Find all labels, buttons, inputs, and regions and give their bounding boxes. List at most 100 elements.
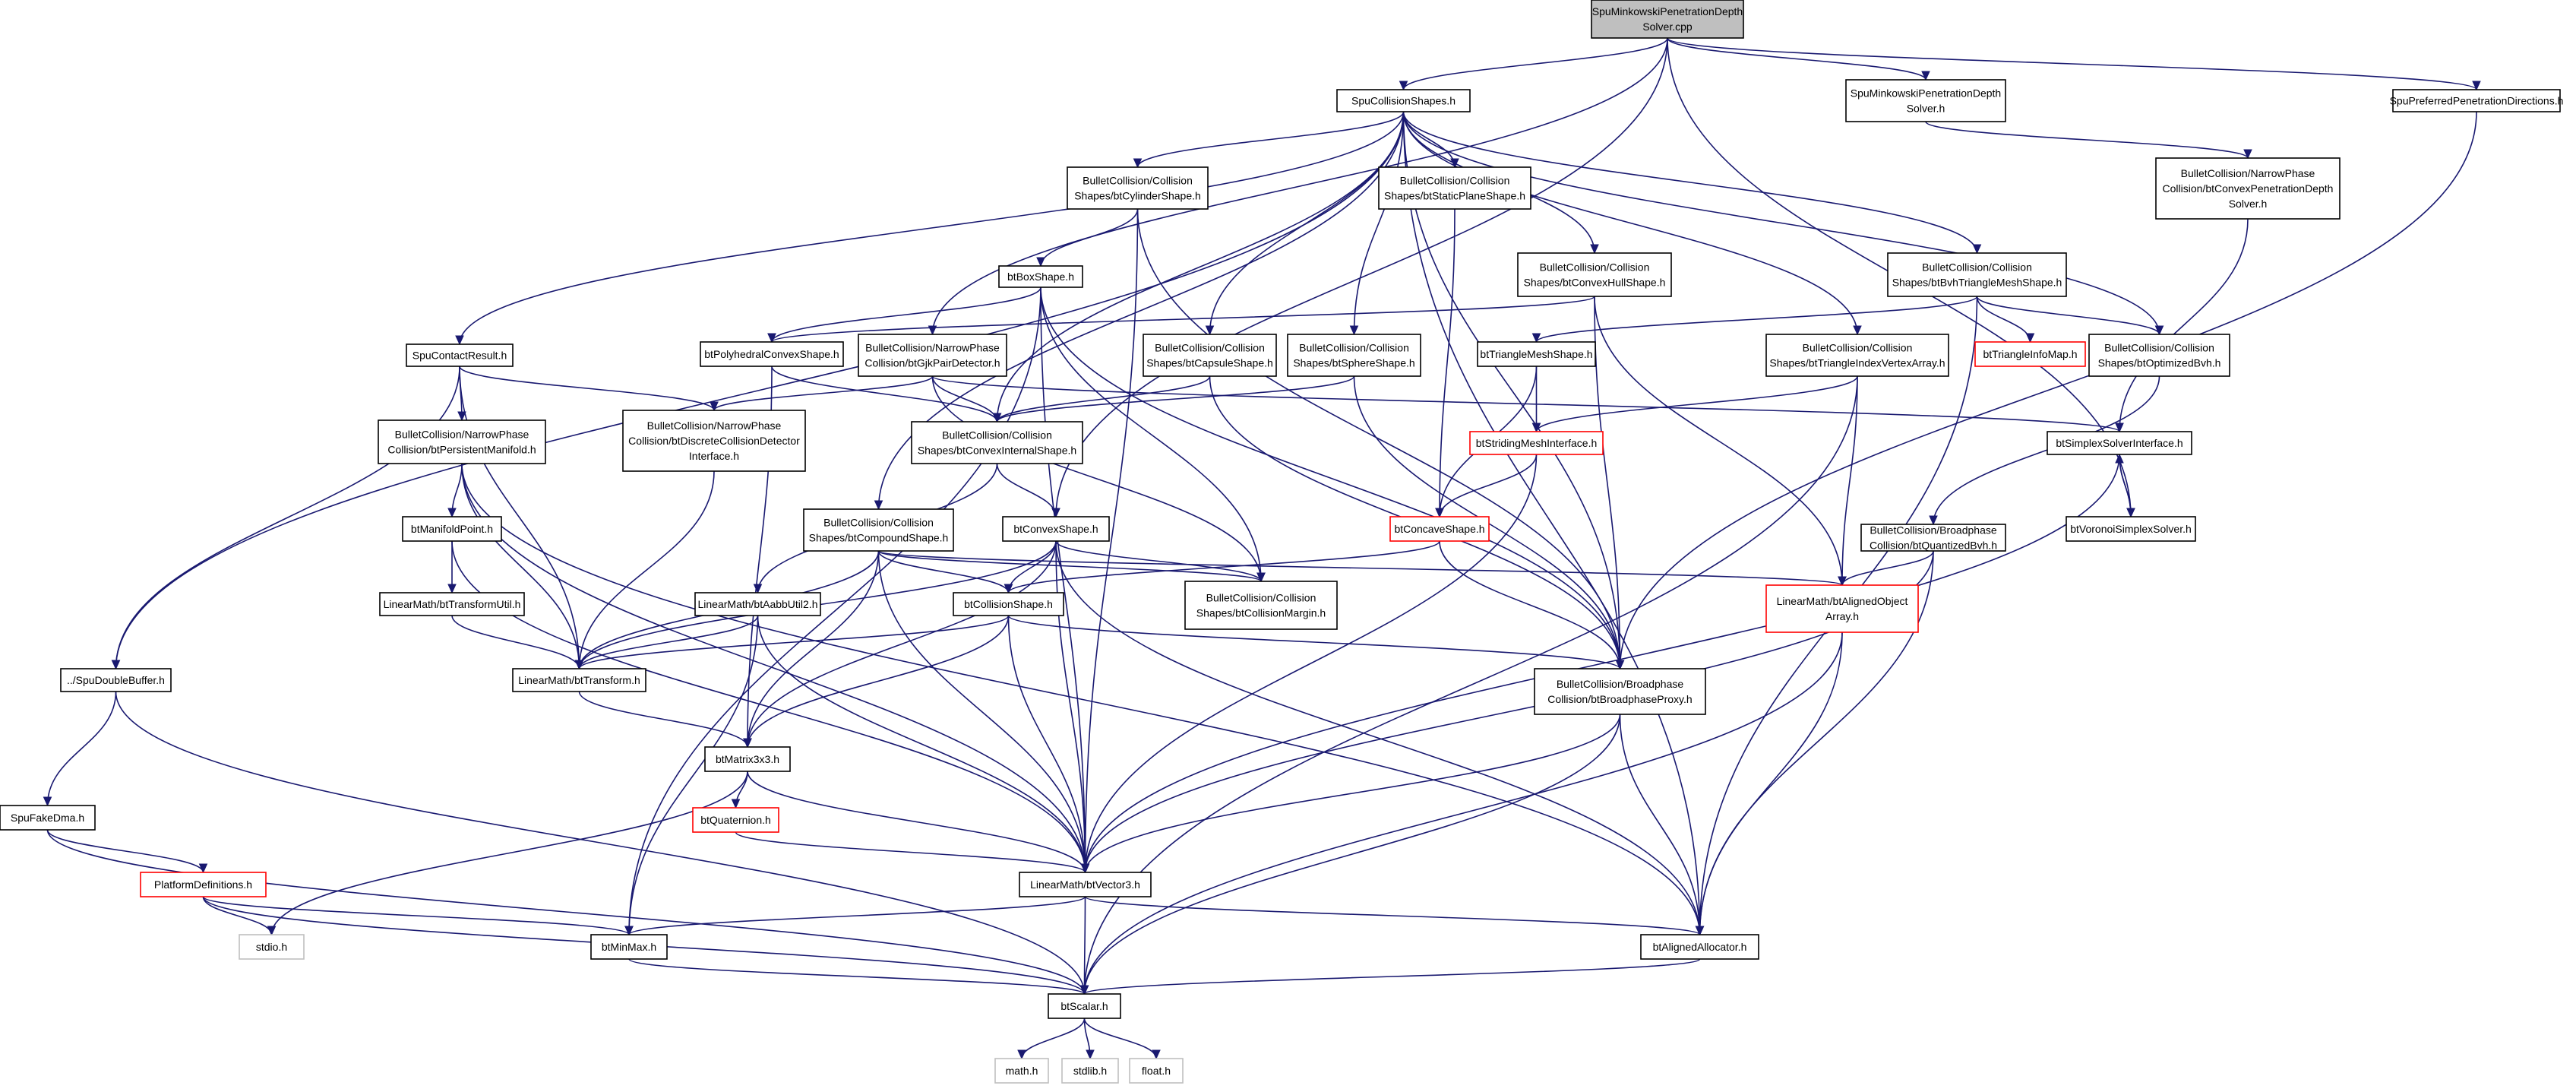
edge-convexshape-to-vector3: [1055, 540, 1090, 874]
node-platform[interactable]: PlatformDefinitions.h: [140, 872, 267, 897]
node-concave[interactable]: btConcaveShape.h: [1389, 516, 1490, 542]
node-label: BulletCollision/NarrowPhase: [395, 429, 529, 441]
node-polyconvex[interactable]: btPolyhedralConvexShape.h: [700, 341, 844, 367]
node-label: BulletCollision/NarrowPhase: [647, 419, 782, 432]
node-label: btSimplexSolverInterface.h: [2056, 437, 2182, 449]
node-label: btManifoldPoint.h: [411, 523, 493, 535]
node-convinternal[interactable]: BulletCollision/CollisionShapes/btConvex…: [911, 421, 1083, 464]
edge-spucoll-to-triidx: [1402, 111, 1862, 336]
edge-quat-to-vector3: [735, 831, 1090, 874]
node-box: [1591, 0, 1744, 39]
node-label: SpuMinkowskiPenetrationDepth: [1592, 5, 1743, 17]
node-spucontact[interactable]: SpuContactResult.h: [406, 343, 514, 367]
edge-platform-to-stdio: [202, 896, 277, 936]
node-box: [622, 410, 806, 472]
node-convexhull[interactable]: BulletCollision/CollisionShapes/btConvex…: [1517, 252, 1672, 297]
node-label: BulletCollision/Collision: [1400, 175, 1510, 187]
node-convexshape[interactable]: btConvexShape.h: [1002, 516, 1110, 542]
node-persist[interactable]: BulletCollision/NarrowPhaseCollision/btP…: [378, 419, 546, 464]
node-box: [2088, 334, 2230, 377]
node-staticplane[interactable]: BulletCollision/CollisionShapes/btStatic…: [1378, 166, 1531, 210]
node-transutil[interactable]: LinearMath/btTransformUtil.h: [379, 592, 525, 616]
node-label: BulletCollision/Broadphase: [1870, 524, 1997, 537]
node-box: [1067, 166, 1209, 210]
edge-bvhtri-to-trimesh: [1531, 296, 1978, 343]
edge-vector3-to-allocator: [1084, 896, 1705, 936]
node-label: PlatformDefinitions.h: [154, 878, 252, 891]
node-label: BulletCollision/Collision: [942, 429, 1052, 442]
node-label: Shapes/btTriangleIndexVertexArray.h: [1769, 357, 1945, 369]
node-voronoi[interactable]: btVoronoiSimplexSolver.h: [2066, 516, 2196, 542]
node-cylinder[interactable]: BulletCollision/CollisionShapes/btCylind…: [1067, 166, 1209, 210]
node-label: Shapes/btCompoundShape.h: [809, 532, 949, 544]
node-gjkpair[interactable]: BulletCollision/NarrowPhaseCollision/btG…: [858, 334, 1007, 377]
node-label: Solver.h: [2229, 198, 2268, 210]
node-label: btConcaveShape.h: [1394, 523, 1484, 535]
node-stdlib[interactable]: stdlib.h: [1061, 1058, 1119, 1084]
node-box: [1389, 516, 1490, 542]
node-capsule[interactable]: BulletCollision/CollisionShapes/btCapsul…: [1143, 334, 1277, 377]
node-trimesh[interactable]: btTriangleMeshShape.h: [1477, 341, 1596, 367]
node-triinfo[interactable]: btTriangleInfoMap.h: [1974, 341, 2086, 367]
node-aabbutil[interactable]: LinearMath/btAabbUtil2.h: [694, 592, 821, 616]
node-simplex[interactable]: btSimplexSolverInterface.h: [2047, 431, 2192, 455]
node-spucoll[interactable]: SpuCollisionShapes.h: [1336, 89, 1471, 112]
node-float[interactable]: float.h: [1129, 1058, 1184, 1084]
node-allocator[interactable]: btAlignedAllocator.h: [1640, 934, 1759, 960]
node-box: [1477, 341, 1596, 367]
node-quat[interactable]: btQuaternion.h: [692, 807, 779, 833]
node-box: [2047, 431, 2192, 455]
node-scalar[interactable]: btScalar.h: [1048, 993, 1121, 1019]
node-label: Interface.h: [689, 450, 739, 462]
node-spupref[interactable]: SpuPreferredPenetrationDirections.h: [2390, 89, 2564, 112]
node-striding[interactable]: btStridingMeshInterface.h: [1469, 431, 1604, 455]
node-label: btTriangleInfoMap.h: [1983, 348, 2078, 360]
node-label: btMinMax.h: [602, 941, 656, 953]
edge-root-to-spucoll: [1399, 37, 1668, 91]
edge-concave-to-collshape: [1004, 540, 1440, 594]
node-quantbvh[interactable]: BulletCollision/BroadphaseCollision/btQu…: [1860, 524, 2006, 552]
node-convpen[interactable]: BulletCollision/NarrowPhaseCollision/btC…: [2155, 157, 2341, 220]
node-optbvh[interactable]: BulletCollision/CollisionShapes/btOptimi…: [2088, 334, 2230, 377]
node-dblbuf[interactable]: ../SpuDoubleBuffer.h: [60, 668, 172, 692]
node-box: [140, 872, 267, 897]
node-compound[interactable]: BulletCollision/CollisionShapes/btCompou…: [803, 508, 954, 552]
node-transform[interactable]: LinearMath/btTransform.h: [512, 668, 646, 692]
node-vector3[interactable]: LinearMath/btVector3.h: [1019, 872, 1152, 897]
node-box: [1143, 334, 1277, 377]
edge-matrix-to-stdio: [267, 771, 748, 936]
node-label: btVoronoiSimplexSolver.h: [2070, 523, 2192, 535]
node-sphere[interactable]: BulletCollision/CollisionShapes/btSphere…: [1287, 334, 1421, 377]
node-label: btScalar.h: [1060, 1000, 1108, 1012]
edge-spucoll-to-capsule: [1205, 111, 1405, 336]
node-label: stdlib.h: [1073, 1065, 1107, 1077]
node-boxshape[interactable]: btBoxShape.h: [998, 265, 1083, 288]
node-collmargin[interactable]: BulletCollision/CollisionShapes/btCollis…: [1184, 581, 1338, 630]
node-label: btBoxShape.h: [1007, 271, 1074, 283]
node-label: stdio.h: [256, 941, 287, 953]
edge-spuminkh-to-convpen: [1925, 121, 2252, 160]
node-collshape[interactable]: btCollisionShape.h: [953, 592, 1064, 616]
node-minmax[interactable]: btMinMax.h: [590, 934, 668, 960]
node-discrete[interactable]: BulletCollision/NarrowPhaseCollision/btD…: [622, 410, 806, 472]
node-box: [1048, 993, 1121, 1019]
node-math[interactable]: math.h: [994, 1058, 1049, 1084]
node-bproxy[interactable]: BulletCollision/BroadphaseCollision/btBr…: [1534, 668, 1706, 715]
node-label: SpuCollisionShapes.h: [1351, 95, 1456, 107]
node-label: LinearMath/btTransformUtil.h: [384, 598, 521, 610]
edge-convexshape-to-collmargin: [1055, 540, 1266, 583]
node-fakedma[interactable]: SpuFakeDma.h: [0, 805, 96, 831]
node-triidx[interactable]: BulletCollision/CollisionShapes/btTriang…: [1765, 334, 1949, 377]
node-bvhtri[interactable]: BulletCollision/CollisionShapes/btBvhTri…: [1887, 252, 2067, 297]
edge-spucoll-to-sphere: [1349, 111, 1405, 336]
node-manifoldpt[interactable]: btManifoldPoint.h: [402, 516, 502, 542]
node-label: LinearMath/btVector3.h: [1030, 878, 1140, 891]
node-matrix[interactable]: btMatrix3x3.h: [704, 746, 791, 772]
node-stdio[interactable]: stdio.h: [239, 934, 305, 960]
edge-convexhull-to-bproxy: [1594, 296, 1625, 670]
edge-spucoll-to-staticplane: [1402, 111, 1459, 169]
